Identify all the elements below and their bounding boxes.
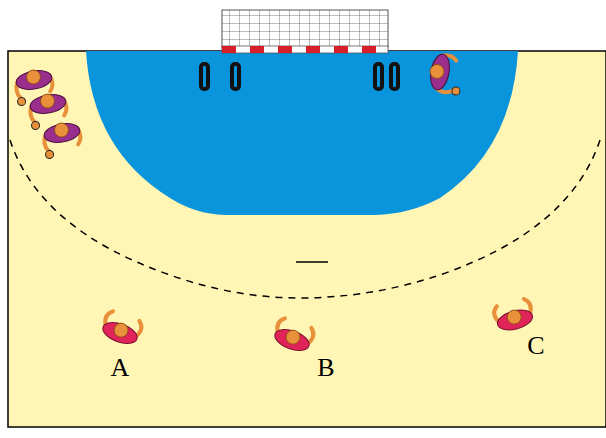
player-label: A [111,355,130,381]
player-label: B [317,355,334,381]
player-label: C [527,333,544,359]
